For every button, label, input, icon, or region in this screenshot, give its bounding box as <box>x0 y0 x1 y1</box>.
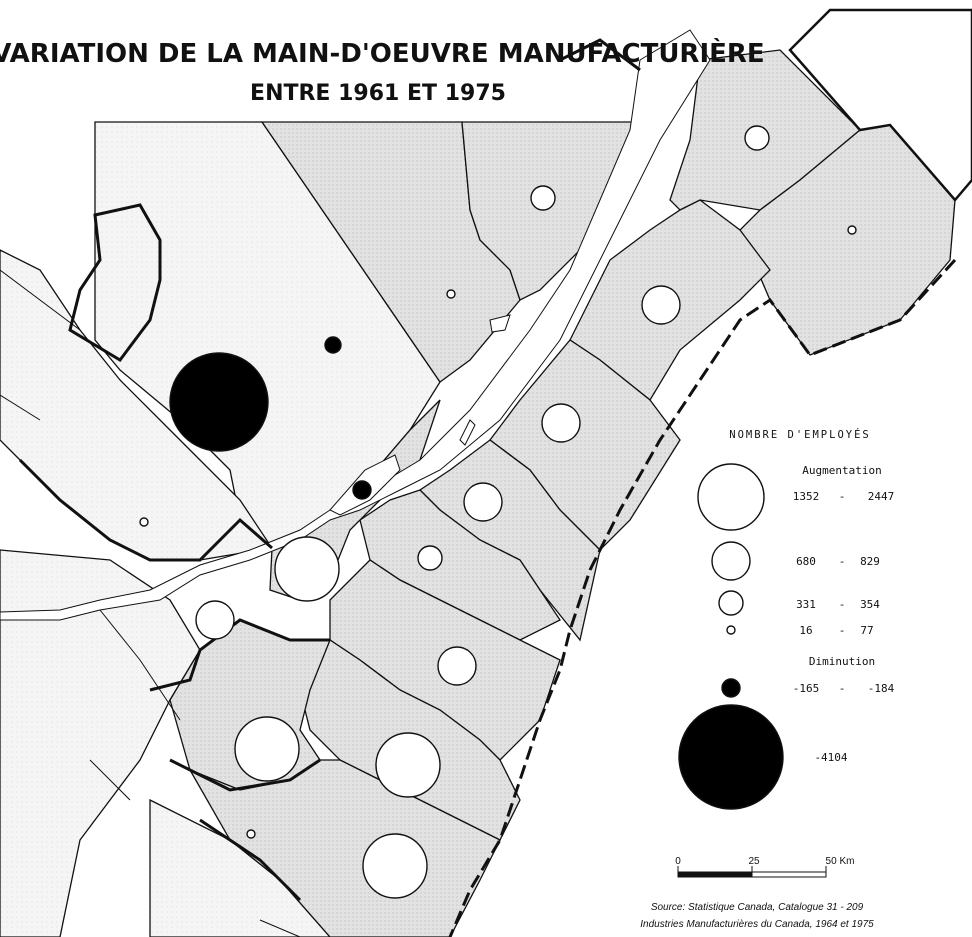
symbol-increase <box>437 646 477 686</box>
legend-symbol-331-354 <box>718 590 744 616</box>
symbol-increase <box>847 225 857 235</box>
source-line-2: Industries Manufacturières du Canada, 19… <box>640 919 874 930</box>
symbol-increase <box>744 125 770 151</box>
legend-class-2-sep: - <box>839 555 846 568</box>
legend: NOMBRE D'EMPLOYÉS Augmentation 1352 - 24… <box>678 428 895 810</box>
symbol-increase <box>246 829 256 839</box>
legend-class-4-sep: - <box>839 624 846 637</box>
symbol-increase <box>234 716 300 782</box>
legend-symbol-neg165-neg184 <box>721 678 741 698</box>
island-small-2 <box>459 419 476 446</box>
scale-bar: 0 25 50 Km <box>675 856 855 878</box>
western-regions <box>0 121 441 937</box>
legend-class-4-high: 77 <box>860 624 873 637</box>
symbol-decrease-small-2 <box>352 480 372 500</box>
legend-heading: NOMBRE D'EMPLOYÉS <box>729 428 870 441</box>
legend-class-4-low: 16 <box>799 624 812 637</box>
legend-class-3-high: 354 <box>860 598 880 611</box>
legend-class-5-high: -184 <box>868 682 895 695</box>
symbol-increase <box>463 482 503 522</box>
source-line-1: Source: Statistique Canada, Catalogue 31… <box>651 902 864 913</box>
outer-area-ne <box>788 8 972 202</box>
dashed-border <box>448 258 957 937</box>
region-sw <box>0 549 201 937</box>
symbol-increase <box>195 600 235 640</box>
symbol-increase <box>274 536 340 602</box>
legend-class-5-low: -165 <box>793 682 820 695</box>
legend-class-1-low: 1352 <box>793 490 820 503</box>
title: VARIATION DE LA MAIN-D'OEUVRE MANUFACTUR… <box>0 37 765 106</box>
title-line-1: VARIATION DE LA MAIN-D'OEUVRE MANUFACTUR… <box>0 37 765 69</box>
scale-tick-0: 0 <box>675 856 681 867</box>
legend-symbol-1352-2447 <box>697 463 765 531</box>
legend-increase-label: Augmentation <box>802 464 881 477</box>
legend-symbol-680-829 <box>711 541 751 581</box>
symbol-increase <box>375 732 441 798</box>
legend-class-1-sep: - <box>839 490 846 503</box>
legend-class-3-low: 331 <box>796 598 816 611</box>
symbol-increase <box>417 545 443 571</box>
legend-class-2-low: 680 <box>796 555 816 568</box>
scale-tick-50: 50 Km <box>826 856 855 867</box>
thin-boundaries <box>0 269 301 937</box>
symbol-increase <box>362 833 428 899</box>
map-symbols <box>139 125 857 899</box>
title-line-2: ENTRE 1961 ET 1975 <box>250 81 506 106</box>
legend-class-6-value: -4104 <box>814 751 847 764</box>
scale-tick-25: 25 <box>748 856 760 867</box>
legend-class-5-sep: - <box>839 682 846 695</box>
symbol-decrease-small <box>324 336 342 354</box>
legend-symbol-16-77 <box>726 625 736 635</box>
symbol-increase <box>641 285 681 325</box>
symbol-increase <box>446 289 456 299</box>
legend-class-2-high: 829 <box>860 555 880 568</box>
legend-decrease-label: Diminution <box>809 655 875 668</box>
legend-class-3-sep: - <box>839 598 846 611</box>
source: Source: Statistique Canada, Catalogue 31… <box>640 902 874 930</box>
symbol-decrease-large <box>169 352 269 452</box>
legend-symbol-neg4104 <box>678 704 784 810</box>
symbol-increase <box>541 403 581 443</box>
island-small-1 <box>489 314 511 333</box>
legend-class-1-high: 2447 <box>868 490 895 503</box>
symbol-increase <box>139 517 149 527</box>
symbol-increase <box>530 185 556 211</box>
